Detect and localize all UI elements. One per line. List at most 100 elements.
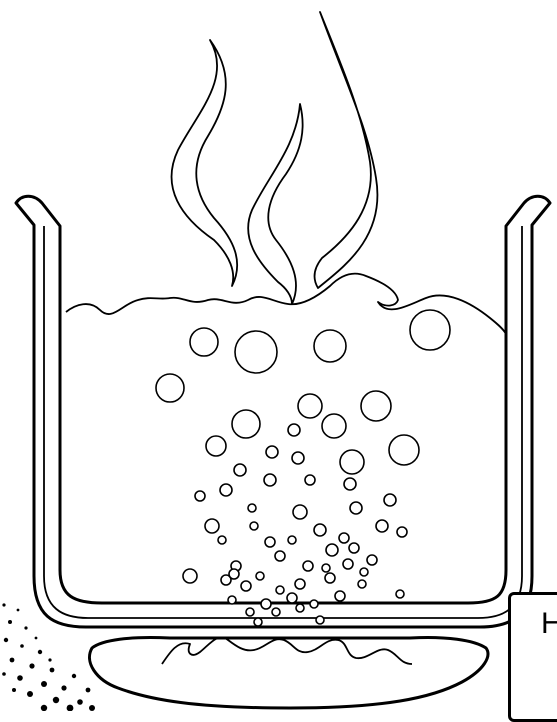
bubble xyxy=(367,555,377,565)
spark xyxy=(29,663,34,668)
label-text: H xyxy=(541,609,557,639)
bubble xyxy=(266,446,278,458)
bubble xyxy=(360,568,368,576)
spark xyxy=(41,705,47,711)
bubble xyxy=(250,522,258,530)
bubble xyxy=(326,544,338,556)
bubble xyxy=(358,580,366,588)
spark xyxy=(35,637,38,640)
bubble xyxy=(344,478,356,490)
bubble xyxy=(229,569,239,579)
bubble xyxy=(275,551,285,561)
bubble xyxy=(234,464,246,476)
steam-wisp xyxy=(315,12,378,288)
bubble xyxy=(350,502,362,514)
spark xyxy=(4,638,8,642)
bubble xyxy=(248,504,256,512)
bubble xyxy=(335,591,345,601)
bubble xyxy=(190,328,218,356)
spark xyxy=(48,658,51,661)
bubble xyxy=(361,391,391,421)
spark xyxy=(89,705,95,711)
bubble xyxy=(232,410,260,438)
bubble xyxy=(376,520,388,532)
bubble xyxy=(261,599,271,609)
spark xyxy=(41,681,47,687)
bubble xyxy=(288,536,296,544)
bubble xyxy=(343,559,353,569)
bubble xyxy=(322,414,346,438)
bubble xyxy=(276,586,284,594)
bubble xyxy=(314,524,326,536)
spark xyxy=(50,668,55,673)
bubble xyxy=(310,600,318,608)
spark xyxy=(20,644,24,648)
bubble xyxy=(195,491,205,501)
bubble xyxy=(218,536,226,544)
bubble xyxy=(256,572,264,580)
bubble xyxy=(264,474,276,486)
spark xyxy=(8,620,12,624)
spark xyxy=(61,685,66,690)
bubble xyxy=(228,596,236,604)
bubble xyxy=(183,569,197,583)
bubble xyxy=(287,593,297,603)
bubble xyxy=(396,590,404,598)
spark xyxy=(72,674,76,678)
bubble xyxy=(389,435,419,465)
bubble xyxy=(316,616,324,624)
bubble xyxy=(272,608,280,616)
bubble xyxy=(293,505,307,519)
bubble xyxy=(246,608,254,616)
bubble xyxy=(156,374,184,402)
bubble xyxy=(205,519,219,533)
bubble xyxy=(235,331,277,373)
bubble xyxy=(325,573,335,583)
bubble xyxy=(410,310,450,350)
steam-wisps xyxy=(172,12,378,304)
spark xyxy=(17,675,23,681)
spark xyxy=(2,672,6,676)
bubble xyxy=(292,452,304,464)
spark xyxy=(10,658,15,663)
bubble xyxy=(314,330,346,362)
bubble xyxy=(384,494,396,506)
label-box: H xyxy=(508,592,557,722)
sparks xyxy=(2,603,95,711)
burner xyxy=(90,637,488,708)
spark xyxy=(77,699,83,705)
steam-wisp xyxy=(172,40,238,286)
bubble xyxy=(322,564,330,572)
spark xyxy=(53,697,59,703)
bubble xyxy=(397,527,407,537)
pot-outline xyxy=(16,196,550,627)
spark xyxy=(27,691,33,697)
bubble xyxy=(288,424,300,436)
spark xyxy=(12,688,16,692)
steam-wisp xyxy=(248,104,303,304)
bubble xyxy=(206,436,226,456)
burner-base xyxy=(90,637,488,708)
spark xyxy=(2,603,5,606)
bubble xyxy=(303,561,313,571)
bubble xyxy=(241,581,251,591)
bubble xyxy=(265,537,275,547)
bubble xyxy=(339,533,349,543)
bubble xyxy=(340,450,364,474)
bubble xyxy=(220,484,232,496)
spark xyxy=(67,705,74,711)
spark xyxy=(38,650,42,654)
spark xyxy=(24,626,27,629)
bubble xyxy=(305,475,315,485)
bubble xyxy=(296,604,304,612)
burner-flame xyxy=(162,637,412,664)
spark xyxy=(86,688,91,693)
bubbles xyxy=(156,310,450,626)
bubble xyxy=(295,579,305,589)
bubble xyxy=(349,543,359,553)
spark xyxy=(17,609,20,612)
pot xyxy=(16,196,550,627)
bubble xyxy=(254,618,262,626)
bubble xyxy=(298,394,322,418)
